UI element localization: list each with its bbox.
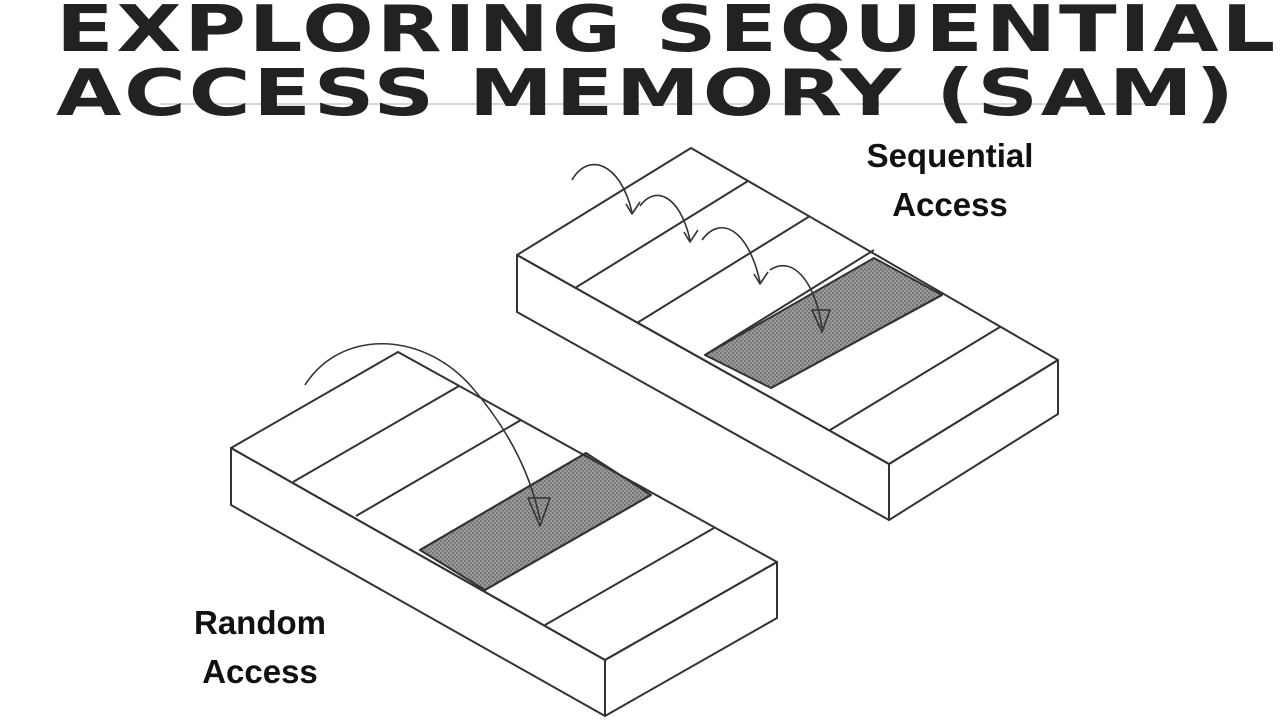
sequential-access-block <box>516 147 1059 521</box>
random-side-face <box>604 561 778 717</box>
sequential-label-line-2: Access <box>892 186 1008 223</box>
random-jump-arrow <box>304 343 551 527</box>
sequential-label-line-1: Sequential <box>866 137 1034 174</box>
random-label-line-2: Access <box>202 653 318 690</box>
sequential-cell-dividers <box>574 180 1001 431</box>
sequential-side-face <box>888 359 1059 521</box>
title-line-1: EXPLORING SEQUENTIAL <box>56 0 1278 67</box>
sequential-access-label: Sequential Access <box>850 131 1050 229</box>
sequential-target-cell <box>704 257 943 389</box>
random-cell-dividers <box>292 385 715 626</box>
title-line-2: ACCESS MEMORY (SAM) <box>56 57 1237 131</box>
random-access-label: Random Access <box>165 598 355 696</box>
page-title: EXPLORING SEQUENTIAL ACCESS MEMORY (SAM) <box>56 0 1280 126</box>
sequential-hop-arrows <box>571 163 831 333</box>
random-access-block <box>230 343 778 717</box>
random-label-line-1: Random <box>194 604 326 641</box>
